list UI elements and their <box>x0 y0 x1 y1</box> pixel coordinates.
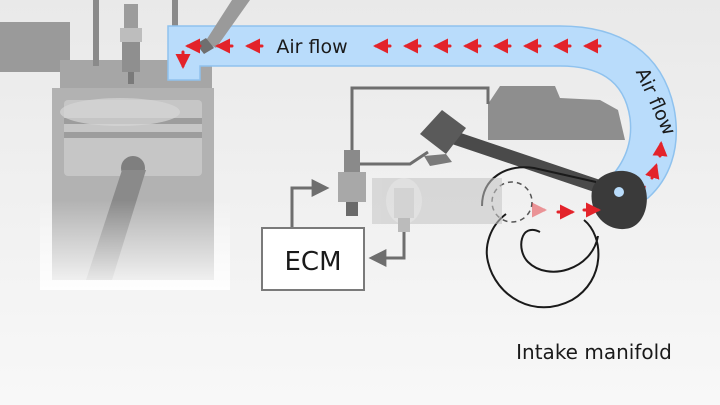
throttle-actuator <box>420 110 618 198</box>
sensor-wire-actuator <box>360 150 429 166</box>
upper-manifold-block <box>488 86 625 140</box>
fuel-injector-icon <box>196 0 250 54</box>
air-flow-arrows-throttle <box>532 202 601 220</box>
wire-sensor-to-ecm <box>368 232 406 267</box>
sensor-wire-top <box>350 86 490 160</box>
throttle-position-sensor-icon <box>338 150 366 216</box>
ecm-label: ECM <box>284 247 341 277</box>
ecm-box: ECM <box>261 227 365 291</box>
throttle-housing <box>591 170 647 230</box>
throttle-plate-icon <box>614 187 624 197</box>
bypass-pipe <box>372 178 502 224</box>
air-sensor-icon <box>394 188 414 232</box>
engine-block <box>0 0 230 290</box>
spark-plug-icon <box>120 4 142 84</box>
wire-ecm-to-sensor <box>290 179 330 228</box>
air-flow-arrows-top <box>175 38 602 69</box>
intake-manifold-label: Intake manifold <box>516 340 672 364</box>
air-flow-label-top: Air flow <box>276 36 347 58</box>
throttle-port-icon <box>491 181 533 223</box>
